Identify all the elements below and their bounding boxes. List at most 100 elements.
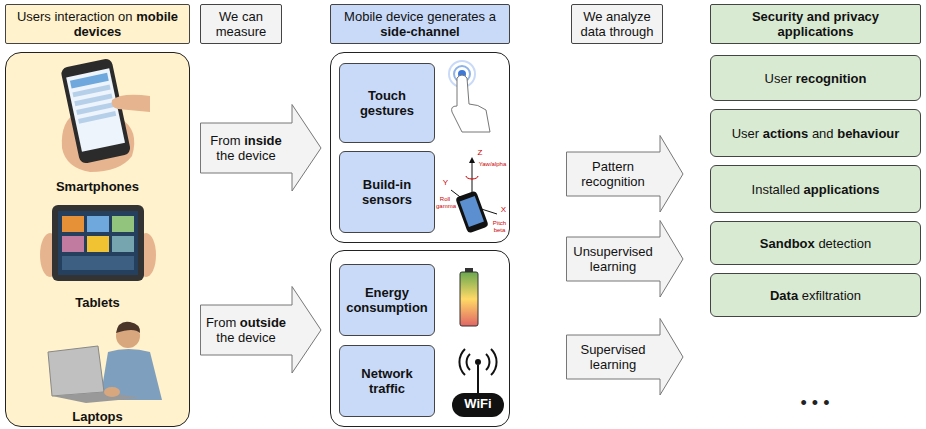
phone-screen <box>66 68 125 151</box>
arrow-shape <box>201 105 322 192</box>
node-text: From outside the device <box>203 315 289 345</box>
channel-box: Energy consumption <box>339 264 435 336</box>
battery-body <box>460 272 478 326</box>
label-slot: Z <box>475 148 485 157</box>
tablet-picture <box>40 205 156 281</box>
phone-body <box>455 190 489 233</box>
bold-word: inside <box>244 133 282 148</box>
wifi-badge <box>452 393 504 417</box>
wave <box>467 354 470 370</box>
arrow-shape <box>567 221 684 298</box>
tile <box>62 236 84 252</box>
bold-word: Sandbox <box>760 236 815 251</box>
bold-word: side-channel <box>380 24 459 39</box>
bold-word: actions <box>763 126 809 141</box>
node-text: Mobile device generates a side-channel <box>337 9 503 39</box>
channel-box: Network traffic <box>339 345 435 417</box>
axis-head <box>469 157 475 163</box>
arrow-shape <box>567 319 684 396</box>
arrow-shape <box>201 287 322 374</box>
bold-word: recognition <box>796 71 867 86</box>
node-text: From inside the device <box>203 133 289 163</box>
phone-body <box>60 58 131 165</box>
channel-box: Build-in sensors <box>339 151 435 233</box>
node-text: Network traffic <box>346 366 428 396</box>
tablet-body <box>52 205 144 281</box>
node-text: Tablets <box>6 295 189 310</box>
phone <box>455 190 489 233</box>
axis-label: Z <box>475 148 485 157</box>
bold-word: behaviour <box>837 126 899 141</box>
tile <box>112 216 134 232</box>
battery-cap <box>465 268 473 272</box>
wave <box>491 349 497 375</box>
column-header: We can measure <box>200 4 282 44</box>
bold-word: outside <box>240 315 286 330</box>
node-text: We can measure <box>207 9 275 39</box>
node-text: Energy consumption <box>346 285 428 315</box>
node-text: Users interaction on mobile devices <box>12 9 183 39</box>
phone-screen <box>460 196 484 227</box>
rotation-arc <box>466 176 478 179</box>
label-slot: Y <box>441 178 450 187</box>
battery-icon <box>460 268 478 326</box>
angle-label: Roll gamma <box>436 196 454 210</box>
node-text: Smartphones <box>6 179 189 194</box>
application-box: Installed applications <box>710 165 921 213</box>
logo-text: WiFi <box>452 397 504 411</box>
node-text: Sandbox detection <box>717 236 914 251</box>
block-arrow: Supervised learning <box>566 318 684 396</box>
arrow-shape <box>567 136 684 213</box>
angle-label: Pitch beta <box>490 220 509 234</box>
node-text: User recognition <box>717 71 914 86</box>
column-header: Users interaction on mobile devices <box>5 4 190 44</box>
column-header: We analyze data through <box>571 4 663 44</box>
node-text: We analyze data through <box>578 9 656 39</box>
laptop-picture <box>48 322 162 403</box>
application-box: Sandbox detection <box>710 221 921 265</box>
block-arrow: From outside the device <box>200 286 322 374</box>
app-row <box>78 111 116 124</box>
node-text: Security and privacy applications <box>717 9 914 39</box>
label-slot: WiFi <box>452 397 504 411</box>
axis-label: X <box>499 205 508 214</box>
node-text: Touch gestures <box>346 88 428 118</box>
finger <box>112 95 150 112</box>
label-slot: X <box>499 205 508 214</box>
hair <box>116 322 140 333</box>
antenna-stem <box>477 365 479 393</box>
block-arrow: From inside the device <box>200 104 322 192</box>
arrow-body: From inside the device <box>203 123 289 173</box>
tile <box>62 256 134 270</box>
angle-label: Yaw/alpha <box>476 161 509 168</box>
label-slot: Pitch beta <box>490 220 509 234</box>
bold-word: Data <box>770 288 798 303</box>
column-header: Security and privacy applications <box>710 4 921 44</box>
bold-word: mobile <box>136 9 178 24</box>
touch-icon <box>449 61 490 132</box>
phone <box>60 58 131 165</box>
axis-label: Y <box>441 178 450 187</box>
column-header: Mobile device generates a side-channel <box>330 4 510 44</box>
wave <box>486 354 489 370</box>
node-text: Pattern recognition <box>569 159 657 189</box>
bold-word: applications <box>804 182 880 197</box>
tile <box>112 236 134 252</box>
text-slot: Tablets <box>6 295 189 310</box>
node-text: Build-in sensors <box>346 177 428 207</box>
wave <box>459 349 465 375</box>
arrow-body: Unsupervised learning <box>569 237 657 281</box>
laptop-base <box>52 392 140 403</box>
tablet-screen <box>58 211 138 275</box>
node-text: User actions and behaviour <box>717 126 914 141</box>
text-slot: Smartphones <box>6 179 189 194</box>
ellipsis: • • • <box>775 394 855 413</box>
node-text: Data exfiltration <box>717 288 914 303</box>
label-slot: Roll gamma <box>436 196 454 210</box>
arrow-body: From outside the device <box>203 305 289 355</box>
tile <box>87 216 109 232</box>
bold-word: devices <box>74 24 122 39</box>
label-slot: • • • <box>775 394 855 413</box>
smartphone-picture <box>60 58 150 172</box>
